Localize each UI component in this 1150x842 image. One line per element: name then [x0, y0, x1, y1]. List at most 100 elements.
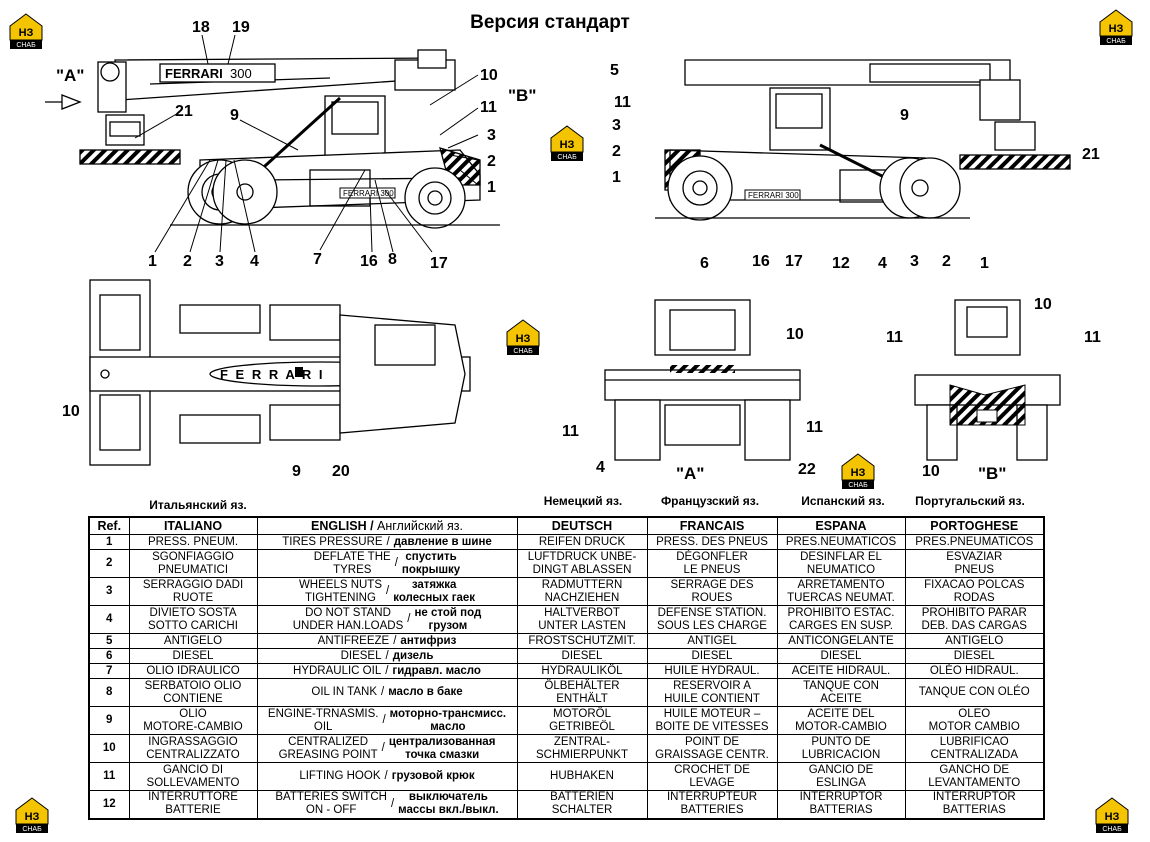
- page-title: Версия стандарт: [470, 12, 630, 33]
- cell-pt: OLÉO HIDRAUL.: [904, 663, 1045, 679]
- cell-fr: DÉGONFLER LE PNEUS: [646, 549, 778, 578]
- callout-r-5: 5: [610, 62, 619, 79]
- svg-text:СНАБ: СНАБ: [16, 42, 36, 49]
- cell-es: DESINFLAR EL NEUMATICO: [776, 549, 906, 578]
- cell-es: ACEITE DEL MOTOR-CAMBIO: [776, 706, 906, 735]
- cell-en-ru: ENGINE-TRNASMIS. OIL/моторно-трансмисс. …: [256, 706, 518, 735]
- cell-it: INGRASSAGGIO CENTRALIZZATO: [128, 734, 258, 763]
- nz-snab-logo-icon: НЗ СНАБ: [9, 13, 43, 49]
- svg-text:300: 300: [230, 66, 252, 81]
- cell-de: RADMUTTERN NACHZIEHEN: [516, 577, 648, 606]
- cell-ru: давление в шине: [393, 535, 492, 548]
- cell-es: ARRETAMENTO TUERCAS NEUMAT.: [776, 577, 906, 606]
- lang-head-fr: Французский яз.: [660, 494, 760, 508]
- callout-top-10: 10: [62, 403, 80, 420]
- cell-fr: SERRAGE DES ROUES: [646, 577, 778, 606]
- callout-front-10: 10: [786, 326, 804, 343]
- cell-pt: LUBRIFICAO CENTRALIZADA: [904, 734, 1045, 763]
- cell-it: GANCIO DI SOLLEVAMENTO: [128, 762, 258, 791]
- view-b-arrow-label: "B": [508, 86, 537, 105]
- callout-rear-10: 10: [1034, 296, 1052, 313]
- callout-r-6: 6: [700, 255, 709, 272]
- cell-en-ru: BATTERIES SWITCH ON - OFF/выключатель ма…: [256, 790, 518, 819]
- cell-pt: ESVAZIAR PNEUS: [904, 549, 1045, 578]
- cell-en-ru: DIESEL/дизель: [256, 648, 518, 664]
- cell-fr: POINT DE GRAISSAGE CENTR.: [646, 734, 778, 763]
- cell-en: DIESEL: [340, 649, 382, 662]
- callout-r-2b: 2: [942, 253, 951, 270]
- cell-fr: DIESEL: [646, 648, 778, 664]
- cell-it: DIVIETO SOSTA SOTTO CARICHI: [128, 605, 258, 634]
- svg-text:НЗ: НЗ: [19, 27, 34, 39]
- cell-de: ZENTRAL- SCHMIERPUNKT: [516, 734, 648, 763]
- callout-r-9: 9: [900, 107, 909, 124]
- callout-3b: 3: [215, 253, 224, 270]
- cell-it: OLIO MOTORE-CAMBIO: [128, 706, 258, 735]
- cell-es: INTERRUPTOR BATTERIAS: [776, 790, 906, 819]
- rear-view-b-drawing: [914, 299, 1061, 461]
- callout-r-2: 2: [612, 143, 621, 160]
- callout-1b: 1: [148, 253, 157, 270]
- cell-es: PRES.NEUMATICOS: [776, 534, 906, 550]
- side-view-right-drawing: FERRARI 300: [655, 59, 1071, 221]
- cell-es: PUNTO DE LUBRICACION: [776, 734, 906, 763]
- lang-head-pt: Португальский яз.: [915, 494, 1025, 508]
- cell-en: HYDRAULIC OIL: [293, 664, 382, 677]
- svg-text:НЗ: НЗ: [1109, 23, 1124, 35]
- cell-it: SERBATOIO OLIO CONTIENE: [128, 678, 258, 707]
- cell-pt: FIXACAO POLCAS RODAS: [904, 577, 1045, 606]
- callout-9: 9: [230, 107, 239, 124]
- svg-text:НЗ: НЗ: [851, 467, 866, 479]
- cell-en: CENTRALIZED GREASING POINT: [278, 735, 378, 761]
- cell-ru: дизель: [392, 649, 434, 662]
- cell-ru: не стой под грузом: [414, 606, 482, 632]
- cell-ref: 2: [88, 549, 130, 578]
- svg-text:СНАБ: СНАБ: [513, 348, 533, 355]
- cell-fr: HUILE HYDRAUL.: [646, 663, 778, 679]
- cell-es: ANTICONGELANTE: [776, 633, 906, 649]
- cell-ref: 10: [88, 734, 130, 763]
- cell-en-ru: HYDRAULIC OIL/гидравл. масло: [256, 663, 518, 679]
- callout-front-22: 22: [798, 461, 816, 478]
- cell-pt: TANQUE CON OLÉO: [904, 678, 1045, 707]
- callout-r-1: 1: [612, 169, 621, 186]
- svg-text:НЗ: НЗ: [25, 811, 40, 823]
- svg-text:СНАБ: СНАБ: [557, 154, 577, 161]
- callout-rear-10b: 10: [922, 463, 940, 480]
- cell-en: DO NOT STAND UNDER HAN.LOADS: [292, 606, 404, 632]
- cell-de: DIESEL: [516, 648, 648, 664]
- top-view-brand-text: F E R R A R I: [220, 367, 324, 382]
- cell-it: ANTIGELO: [128, 633, 258, 649]
- cell-it: DIESEL: [128, 648, 258, 664]
- cell-ref: 7: [88, 663, 130, 679]
- callout-top-20: 20: [332, 463, 350, 480]
- callout-21: 21: [175, 103, 193, 120]
- cell-en-ru: CENTRALIZED GREASING POINT/централизован…: [256, 734, 518, 763]
- view-b-caption: "B": [978, 464, 1007, 483]
- callout-r-17: 17: [785, 253, 803, 270]
- cell-en-ru: DEFLATE THE TYRES/спустить покрышку: [256, 549, 518, 578]
- cell-ru: спустить покрышку: [401, 550, 461, 576]
- callout-11: 11: [480, 99, 497, 116]
- cell-pt: PRES.PNEUMATICOS: [904, 534, 1045, 550]
- legend-table: Ref. ITALIANO ENGLISH / Английский яз. D…: [88, 516, 1045, 820]
- svg-text:FERRARI 300: FERRARI 300: [343, 189, 394, 198]
- view-a-caption: "A": [676, 464, 705, 483]
- cell-ref: 9: [88, 706, 130, 735]
- cell-es: DIESEL: [776, 648, 906, 664]
- cell-de: ÖLBEHÄLTER ENTHÄLT: [516, 678, 648, 707]
- svg-text:НЗ: НЗ: [516, 333, 531, 345]
- nz-snab-logo-icon: НЗ СНАБ: [506, 319, 540, 355]
- cell-de: HUBHAKEN: [516, 762, 648, 791]
- cell-ref: 8: [88, 678, 130, 707]
- svg-text:НЗ: НЗ: [1105, 811, 1120, 823]
- cell-en: DEFLATE THE TYRES: [313, 550, 391, 576]
- cell-en-ru: WHEELS NUTS TIGHTENING/затяжка колесных …: [256, 577, 518, 606]
- cell-en: LIFTING HOOK: [299, 770, 381, 782]
